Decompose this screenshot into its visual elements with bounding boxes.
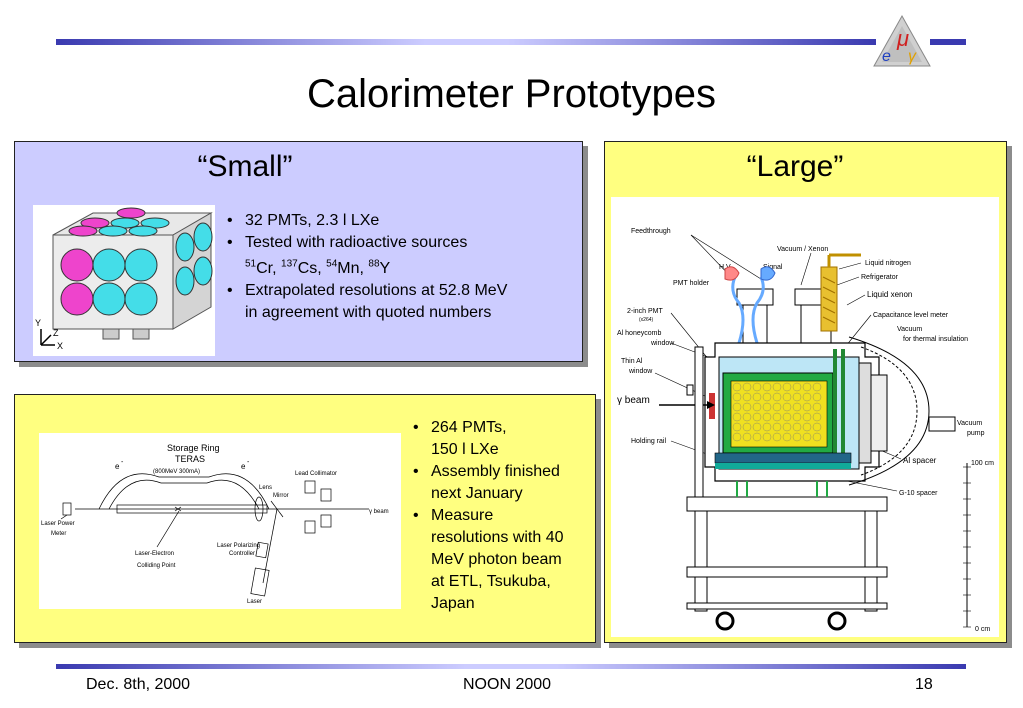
large-heading: “Large”	[746, 150, 844, 183]
label-thin-al: Thin Al	[621, 358, 643, 365]
list-item: Measure resolutions with 40 MeV photon b…	[409, 505, 595, 615]
label-mirror: Mirror	[273, 493, 289, 499]
large-calorimeter-drawing: Feedthrough Vacuum / Xenon H.V. Signal L…	[617, 228, 994, 633]
bullet-text: resolutions with 40	[431, 529, 564, 546]
large-calorimeter-diagram: Feedthrough Vacuum / Xenon H.V. Signal L…	[611, 197, 999, 637]
label-vacuum-pump-1: Vacuum	[957, 420, 982, 427]
label-scale-top: 100 cm	[971, 460, 994, 467]
label-al-spacer: Al spacer	[903, 456, 937, 465]
label-teras: TERAS	[175, 454, 205, 464]
isotope-symbol: Cr	[256, 260, 273, 278]
header-line-right	[930, 39, 966, 45]
test-setup-panel: Storage Ring TERAS (800MeV 300mA) e - e …	[14, 394, 596, 643]
bullet-text: next January	[431, 485, 523, 502]
label-feedthrough: Feedthrough	[631, 228, 671, 235]
bullet-text: MeV photon beam	[431, 551, 562, 568]
beam-setup-drawing: Storage Ring TERAS (800MeV 300mA) e - e …	[41, 443, 389, 605]
label-vacuum: Vacuum	[897, 326, 922, 333]
label-signal: Signal	[763, 264, 783, 271]
label-e-right: e	[241, 462, 246, 471]
svg-text:μ: μ	[896, 26, 909, 51]
bullet-text: Extrapolated resolutions at 52.8 MeV	[245, 282, 508, 300]
label-lens: Lens	[259, 485, 272, 491]
small-bullet-list: 32 PMTs, 2.3 l LXe Tested with radioacti…	[223, 210, 573, 324]
large-bullet-list: 264 PMTs, 150 l LXe Assembly finished ne…	[409, 417, 595, 615]
bullet-text: 264 PMTs,	[431, 419, 507, 436]
footer-page-number: 18	[915, 676, 933, 693]
label-lead-collimator: Lead Collimator	[295, 471, 337, 477]
label-thermal-insulation: for thermal insulation	[903, 336, 968, 343]
beam-setup-diagram: Storage Ring TERAS (800MeV 300mA) e - e …	[39, 433, 401, 609]
axis-y-label: Y	[35, 318, 41, 328]
bullet-text: at ETL, Tsukuba,	[431, 573, 551, 590]
footer-line	[56, 664, 966, 669]
small-calorimeter-drawing: Y Z X	[35, 207, 213, 351]
isotope-symbol: Mn	[337, 260, 360, 278]
footer-date: Dec. 8th, 2000	[86, 676, 191, 693]
label-al-honeycomb: Al honeycomb	[617, 330, 661, 337]
bullet-text: Assembly finished	[431, 463, 560, 480]
bullet-text: Tested with radioactive sources	[245, 234, 468, 251]
label-window: window	[650, 340, 675, 347]
list-item: Assembly finished next January	[409, 461, 595, 505]
list-item: 32 PMTs, 2.3 l LXe	[223, 210, 573, 232]
small-prototype-panel: “Small”	[14, 141, 583, 362]
label-minus-left: -	[121, 459, 124, 466]
list-item: 264 PMTs, 150 l LXe	[409, 417, 595, 461]
isotope-symbol: Y	[379, 260, 391, 278]
label-colliding-1: Laser-Electron	[135, 551, 174, 557]
footer-event: NOON 2000	[463, 676, 552, 693]
label-colliding-2: Colliding Point	[137, 563, 176, 569]
label-storage-ring: Storage Ring	[167, 443, 220, 453]
bullet-text: Measure	[431, 507, 494, 524]
label-liquid-xenon: Liquid xenon	[867, 290, 912, 299]
axis-z-label: Z	[53, 328, 59, 338]
mu-e-gamma-logo: μ e γ	[873, 14, 931, 67]
label-scale-bottom: 0 cm	[975, 626, 990, 633]
label-energy: (800MeV 300mA)	[153, 469, 200, 475]
page-title: Calorimeter Prototypes	[306, 72, 717, 116]
bullet-text: in agreement with quoted numbers	[245, 304, 492, 322]
label-window-2: window	[628, 368, 653, 375]
header-line-left	[56, 39, 876, 45]
label-gamma-beam: γ beam	[617, 395, 650, 406]
label-refrigerator: Refrigerator	[861, 274, 899, 281]
label-laser: Laser	[247, 599, 262, 605]
scale-ticks	[963, 466, 971, 628]
label-2inch-pmt: 2-inch PMT	[627, 308, 664, 315]
large-prototype-panel: “Large” Feedthrough Vacuum / Xenon H.V. …	[604, 141, 1007, 643]
label-laser-power-2: Meter	[51, 531, 66, 537]
label-gamma-beam-setup: γ beam	[369, 509, 389, 515]
isotope-mass: 88	[368, 259, 380, 270]
label-capacitance-meter: Capacitance level meter	[873, 312, 949, 319]
list-item: Extrapolated resolutions at 52.8 MeV in …	[223, 280, 573, 324]
svg-text:γ: γ	[908, 48, 917, 65]
isotope-mass: 54	[326, 259, 338, 270]
small-heading: “Small”	[197, 150, 293, 183]
label-polarizing-1: Laser Polarizing	[217, 543, 260, 549]
label-liquid-nitrogen: Liquid nitrogen	[865, 260, 911, 267]
label-pmt-count: (x264)	[639, 317, 654, 323]
label-polarizing-2: Controller	[229, 551, 255, 557]
isotope-mass: 51	[245, 259, 257, 270]
list-item: Tested with radioactive sources 51Cr, 13…	[223, 232, 573, 280]
label-hv: H.V.	[719, 264, 732, 271]
svg-text:e: e	[882, 48, 891, 65]
axis-x-label: X	[57, 341, 63, 351]
label-vacuum-pump-2: pump	[967, 430, 985, 437]
label-pmt-holder: PMT holder	[673, 280, 710, 287]
label-laser-power-1: Laser Power	[41, 521, 75, 527]
bullet-text: 150 l LXe	[431, 441, 499, 458]
label-e-left: e	[115, 462, 120, 471]
label-minus-right: -	[247, 459, 250, 466]
small-calorimeter-image: Y Z X	[33, 205, 215, 356]
bullet-text: Japan	[431, 595, 475, 612]
label-holding-rail: Holding rail	[631, 438, 666, 445]
isotope-list: 51Cr, 137Cs, 54Mn, 88Y	[245, 259, 391, 278]
label-vacuum-xenon: Vacuum / Xenon	[777, 246, 828, 253]
pmt-array	[732, 382, 822, 442]
isotope-symbol: Cs	[297, 260, 318, 278]
isotope-mass: 137	[281, 259, 298, 270]
label-g10-spacer: G-10 spacer	[899, 490, 938, 497]
